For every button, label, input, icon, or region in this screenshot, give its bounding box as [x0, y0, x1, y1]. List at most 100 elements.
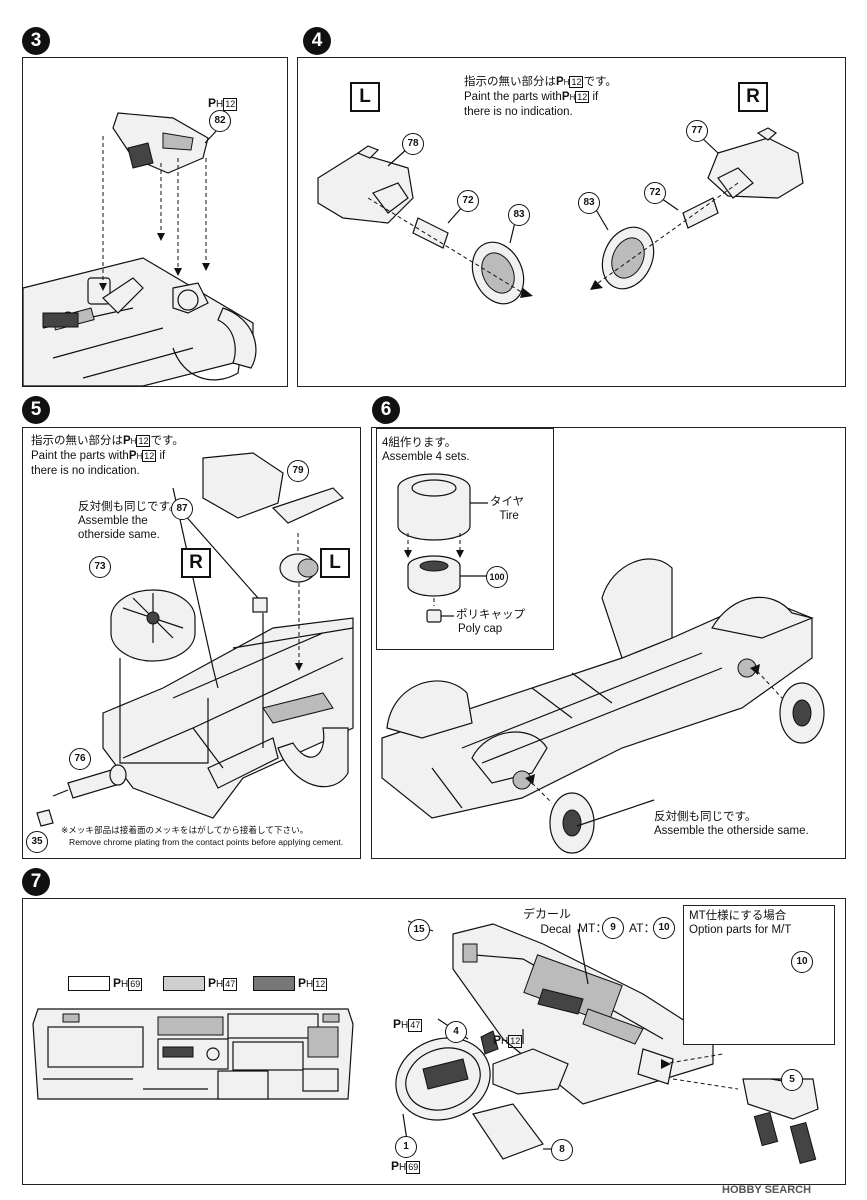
note-jp-end: です。 [583, 76, 617, 88]
note-en-1: Paint the parts with [464, 91, 562, 103]
other-en-2: otherside same. [78, 529, 160, 541]
part-77-callout: 77 [686, 120, 708, 142]
chrome-en: Remove chrome plating from the contact p… [69, 837, 344, 847]
ph-h: H [569, 93, 576, 102]
swatch-12 [253, 976, 295, 991]
option-note: MT仕様にする場合 Option parts for M/T [689, 909, 791, 937]
part-10-callout: 10 [791, 951, 813, 973]
note-en-1: Paint the parts with [31, 450, 129, 462]
note-jp: 指示の無い部分は [464, 76, 556, 88]
ph-h: H [130, 437, 137, 446]
part-82-callout: 82 [209, 110, 231, 132]
part-5-callout: 5 [781, 1069, 803, 1091]
step-6-panel: 4組作ります。 Assemble 4 sets. [371, 427, 846, 859]
part-1-callout: 1 [395, 1136, 417, 1158]
ph-code: 12 [569, 76, 584, 88]
ph-p: P [561, 91, 570, 103]
ph-code: 47 [223, 978, 238, 991]
ph-p: P [556, 76, 564, 88]
ph-p: P [123, 435, 131, 447]
decal-jp: デカール [523, 907, 572, 921]
note-jp: 指示の無い部分は [31, 435, 123, 447]
mt-option-box [683, 905, 835, 1045]
ph-p: P [493, 1033, 502, 1047]
other-jp: 反対側も同じです。 [78, 501, 181, 513]
step-6-number: 6 [372, 396, 400, 424]
step-4-number: 4 [303, 27, 331, 55]
ph-code: 12 [508, 1035, 523, 1048]
polycap-jp: ポリキャップ [456, 609, 525, 621]
chrome-note: ※メッキ部品は接着面のメッキをはがしてから接着して下さい。 Remove chr… [61, 824, 343, 848]
part-35-callout: 35 [26, 831, 48, 853]
part-10-callout-at: 10 [653, 917, 675, 939]
ph-p: P [113, 976, 122, 990]
ph-h: H [216, 979, 224, 990]
ph-h: H [563, 78, 570, 87]
tire-jp: タイヤ [490, 496, 525, 508]
part-76-callout: 76 [69, 748, 91, 770]
note-jp-end: です。 [150, 435, 184, 447]
ph-code: 47 [408, 1019, 423, 1032]
sets-jp: 4組作ります。 [382, 437, 457, 449]
option-jp: MT仕様にする場合 [689, 910, 787, 922]
step-7-number: 7 [22, 868, 50, 896]
ph-p: P [391, 1159, 400, 1173]
mt-label: MT： [578, 921, 608, 935]
note-en-1-end: if [592, 91, 599, 103]
tire-label: タイヤ Tire [490, 495, 524, 523]
step-3-number: 3 [22, 27, 50, 55]
step-6-illustration [381, 473, 825, 854]
other-jp: 反対側も同じです。 [654, 811, 757, 823]
swatch-69 [68, 976, 110, 991]
ph-p: P [208, 96, 217, 110]
right-side-label: R [181, 548, 211, 578]
part-83-callout: 83 [508, 204, 530, 226]
ph-h: H [401, 1020, 409, 1031]
step-5-illustration [36, 452, 354, 827]
note-en-2: there is no indication. [464, 106, 573, 118]
swatch-47 [163, 976, 205, 991]
right-side-label: R [738, 82, 768, 112]
ph-h: H [121, 979, 129, 990]
part-4-callout: 4 [445, 1021, 467, 1043]
ph-h: H [399, 1162, 407, 1173]
ph-h: H [306, 979, 314, 990]
part-79-callout: 79 [287, 460, 309, 482]
ph-code: 12 [313, 978, 328, 991]
note-en-1-end: if [159, 450, 166, 462]
polycap-en: Poly cap [458, 623, 503, 635]
option-en: Option parts for M/T [689, 924, 792, 936]
ph-p: P [128, 450, 137, 462]
left-side-label: L [350, 82, 380, 112]
part-73-callout: 73 [89, 556, 111, 578]
part-100-callout: 100 [486, 566, 508, 588]
ph-p: P [208, 976, 217, 990]
step-7-illustration [32, 920, 819, 1165]
tire-en: Tire [499, 510, 519, 522]
sets-note: 4組作ります。 Assemble 4 sets. [382, 436, 470, 464]
ph-p: P [393, 1017, 402, 1031]
step-5-number: 5 [22, 396, 50, 424]
ph-code: 12 [136, 435, 151, 447]
part-78-callout: 78 [402, 133, 424, 155]
watermark: HOBBY SEARCH [722, 1183, 811, 1197]
step-3-illustration [22, 112, 257, 387]
polycap-label: ポリキャップ Poly cap [456, 608, 525, 636]
part-72-callout: 72 [457, 190, 479, 212]
step-6-otherside-note: 反対側も同じです。 Assemble the otherside same. [654, 810, 809, 838]
other-en: Assemble the otherside same. [654, 825, 809, 837]
ph-code: 69 [128, 978, 143, 991]
decal-label: デカール Decal [523, 907, 571, 937]
watermark-text: HOBBY SEARCH [722, 1184, 812, 1196]
